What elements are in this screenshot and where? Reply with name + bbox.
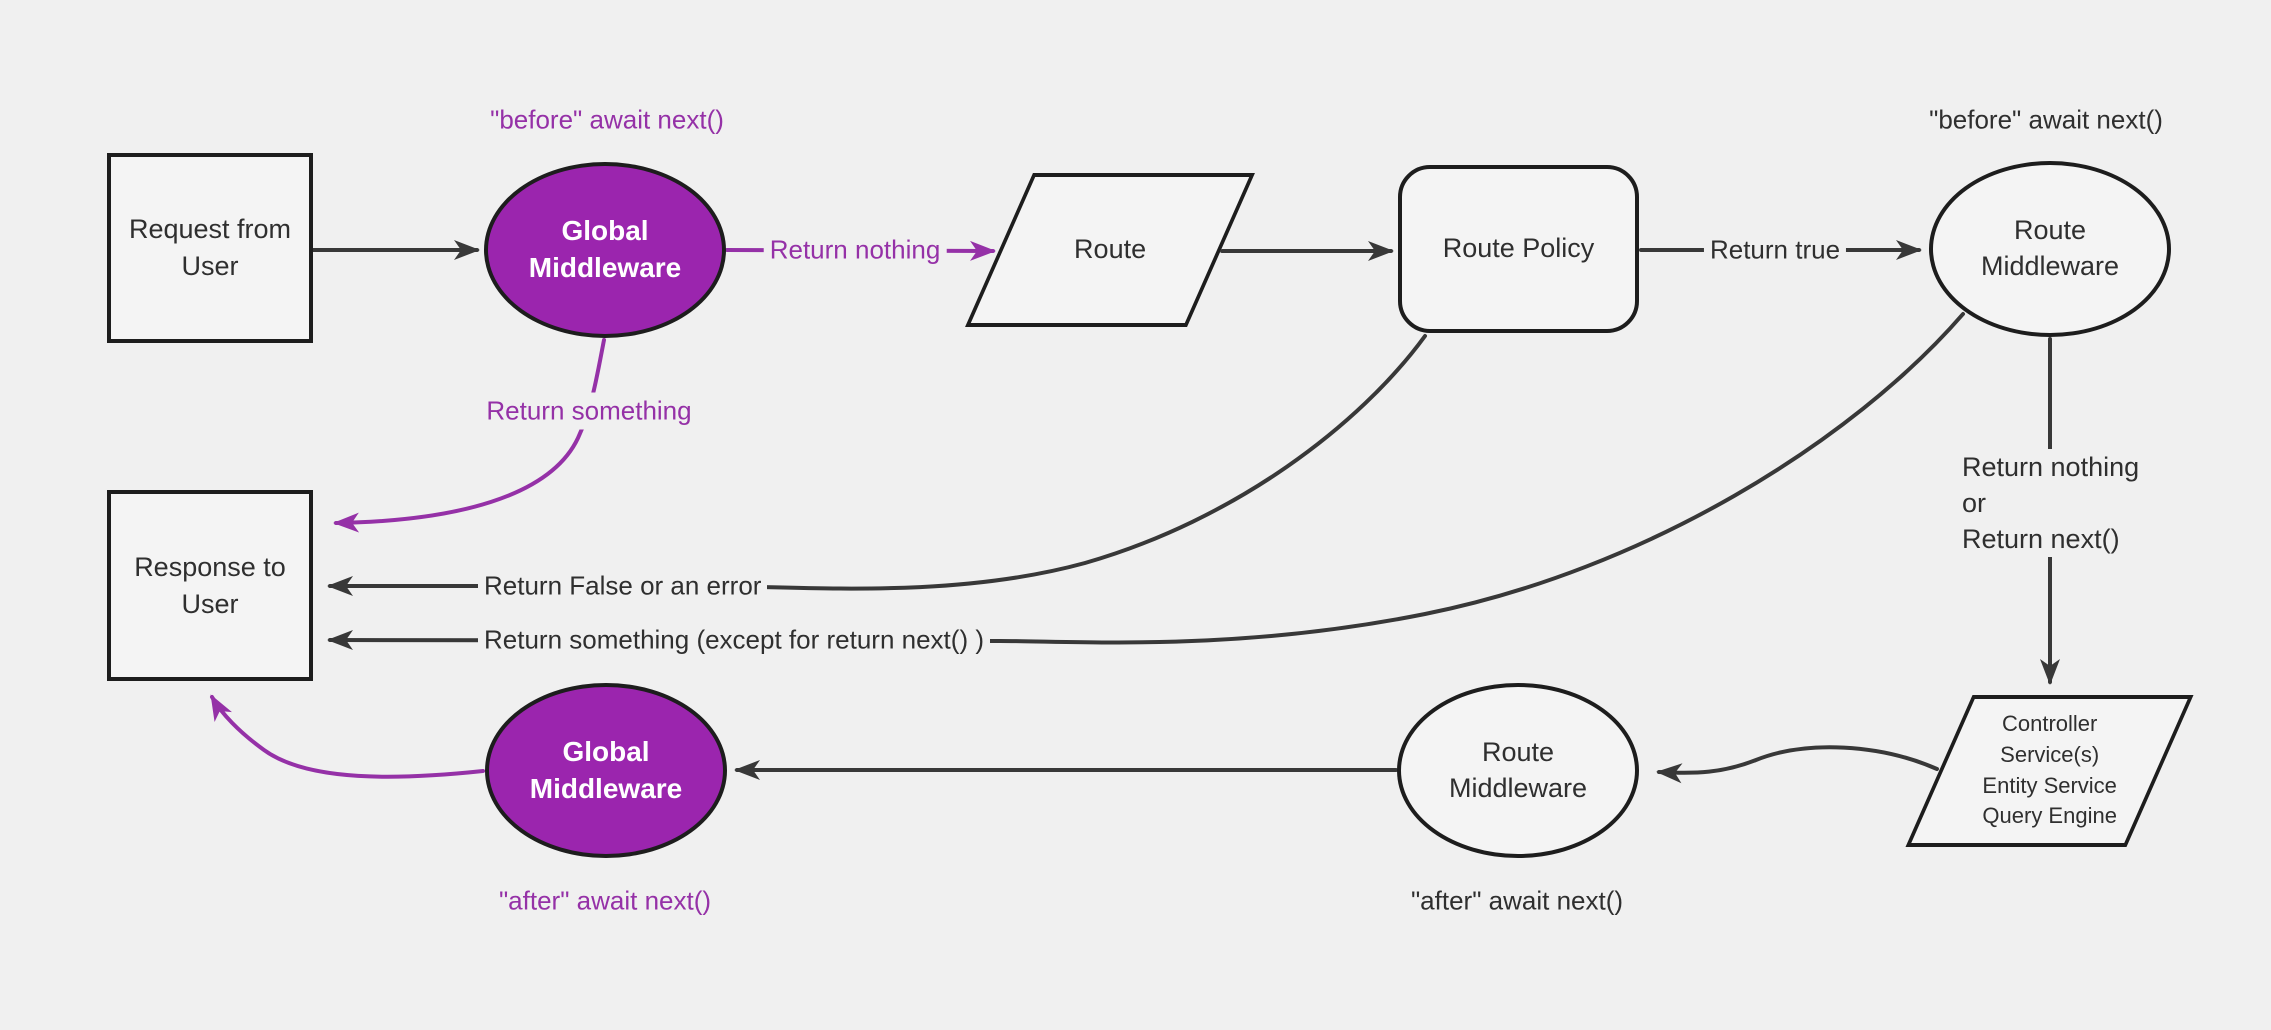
node-global-middleware-top: Global Middleware <box>484 162 726 338</box>
edge-controller-to-route-middleware-bottom <box>1656 745 1939 784</box>
node-label: Request from User <box>128 214 292 281</box>
edge-global-middleware-bottom-to-response <box>210 694 485 779</box>
edge-label-return-false-or-error: Return False or an error <box>478 567 768 605</box>
node-request-from-user: Request from User <box>107 153 313 343</box>
annotation-before-await-next-right: "before" await next() <box>1929 104 2163 135</box>
node-route-middleware-top: Route Middleware <box>1929 161 2171 337</box>
edge-label-return-true: Return true <box>1703 231 1847 269</box>
node-label-line: Query Engine <box>1982 803 2117 829</box>
node-label: Route Middleware <box>1448 736 1588 803</box>
annotation-before-await-next-left: "before" await next() <box>490 104 724 135</box>
edge-label-return-nothing: Return nothing <box>763 231 947 269</box>
node-label: Response to User <box>134 551 286 619</box>
edge-label-return-something-except: Return something (except for return next… <box>478 621 990 659</box>
edge-route-middleware-to-response-return-something <box>327 312 1965 651</box>
node-controller-services: Controller Service(s) Entity Service Que… <box>1905 695 2194 847</box>
node-label: Route <box>1073 234 1147 265</box>
edge-global-middleware-to-response-return-something <box>333 338 606 533</box>
node-route-middleware-bottom: Route Middleware <box>1397 683 1639 858</box>
node-label: Route Policy <box>1442 233 1595 264</box>
node-response-to-user: Response to User <box>107 490 313 681</box>
annotation-after-await-next-mid: "after" await next() <box>1410 885 1624 916</box>
node-label: Global Middleware <box>528 215 682 283</box>
node-route-policy: Route Policy <box>1398 165 1639 333</box>
node-label-line: Controller <box>2001 711 2098 737</box>
edge-route-policy-to-response-return-false <box>327 334 1427 596</box>
edge-label-return-something: Return something <box>480 392 698 430</box>
node-label-line: Service(s) <box>1999 742 2099 768</box>
node-label: Route Middleware <box>1980 215 2120 281</box>
annotation-after-await-next-left: "after" await next() <box>498 885 712 916</box>
node-global-middleware-bottom: Global Middleware <box>485 683 727 858</box>
edge-label-return-nothing-or-next: Return nothing or Return next() <box>1956 449 2146 557</box>
node-label-line: Entity Service <box>1982 773 2117 798</box>
node-label: Global Middleware <box>529 735 683 804</box>
